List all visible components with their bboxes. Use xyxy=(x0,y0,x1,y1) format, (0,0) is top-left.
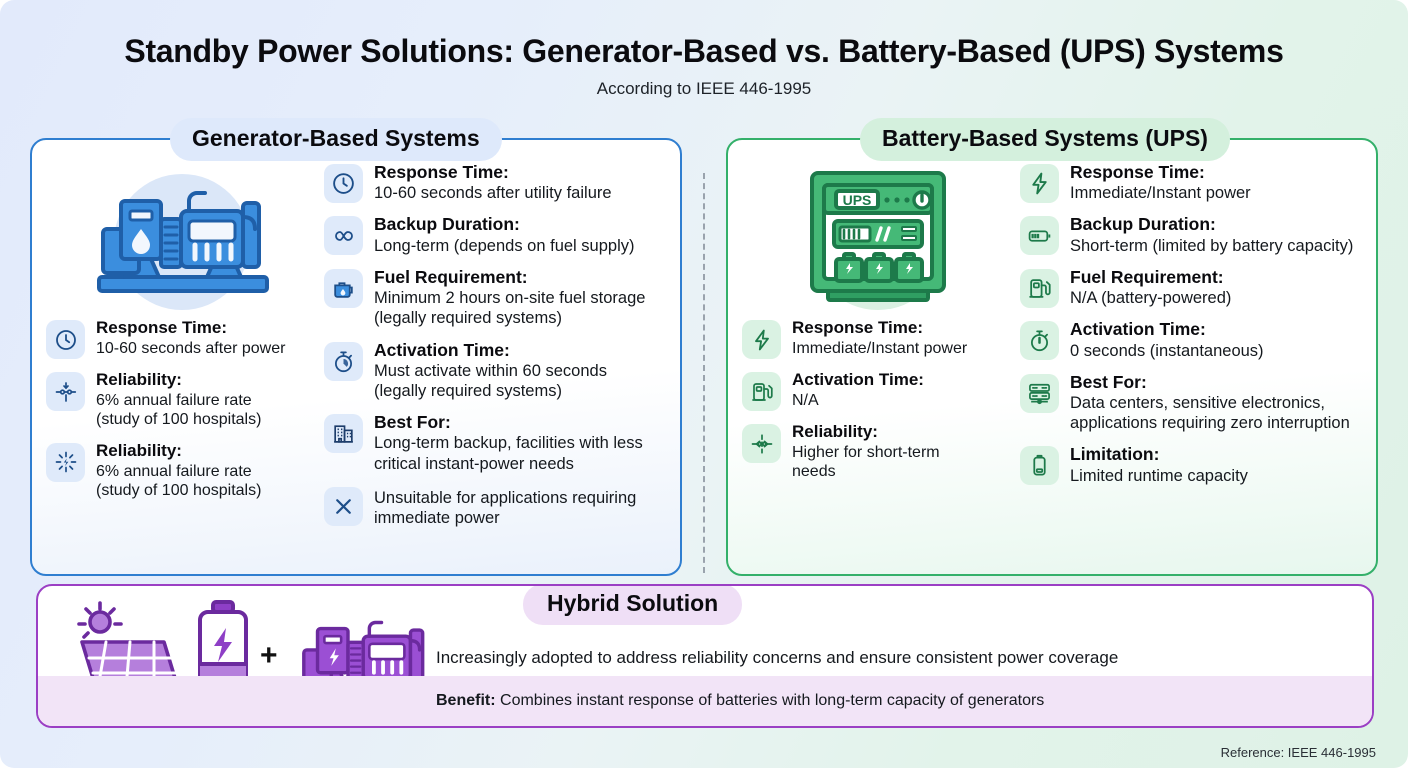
circuit-switch-icon xyxy=(46,372,85,411)
feature-label: Activation Time: xyxy=(1070,319,1206,340)
feature-label: Backup Duration: xyxy=(374,214,520,235)
feature-item: Reliability: 6% annual failure rate (stu… xyxy=(46,441,318,501)
feature-item: Reliability: 6% annual failure rate (stu… xyxy=(46,370,318,430)
feature-label: Response Time: xyxy=(374,162,509,182)
feature-label: Fuel Requirement: xyxy=(374,266,528,287)
feature-value: N/A (battery-powered) xyxy=(1070,289,1232,308)
feature-item: Response Time: 10-60 seconds after power xyxy=(46,318,318,359)
clock-icon xyxy=(324,164,363,203)
ups-left-column: UPS xyxy=(742,162,1014,564)
feature-label: Best For: xyxy=(1070,371,1147,392)
fuel-pump-icon xyxy=(1020,268,1059,308)
building-icon xyxy=(324,414,363,454)
feature-value: Immediate/Instant power xyxy=(792,339,968,357)
stopwatch-icon xyxy=(324,341,363,381)
ups-cabinet-icon: UPS xyxy=(810,171,946,302)
hybrid-description: Increasingly adopted to address reliabil… xyxy=(436,648,1119,667)
feature-item: Unsuitable for applications requiring im… xyxy=(324,485,666,528)
feature-label: Reliability: xyxy=(792,422,878,441)
feature-label: Fuel Requirement: xyxy=(1070,266,1224,287)
panel-divider xyxy=(703,173,705,573)
feature-item: Response Time: Immediate/Instant power xyxy=(1020,162,1362,203)
feature-item: Activation Time: N/A xyxy=(742,370,1014,411)
feature-value: 10-60 seconds after power xyxy=(96,339,286,357)
reference-footer: Reference: IEEE 446-1995 xyxy=(1220,745,1376,760)
clock-icon xyxy=(46,320,85,359)
feature-item: Response Time: Immediate/Instant power xyxy=(742,318,1014,359)
feature-label: Reliability: xyxy=(96,440,182,460)
x-mark-icon xyxy=(324,486,363,526)
hybrid-benefit-label: Benefit: xyxy=(436,692,496,709)
diesel-generator-icon xyxy=(97,191,269,293)
generator-panel-badge: Generator-Based Systems xyxy=(170,118,502,161)
feature-value: Minimum 2 hours on-site fuel storage (le… xyxy=(374,289,646,328)
feature-item: Best For: Data centers, sensitive electr… xyxy=(1020,372,1362,434)
feature-label: Limitation: xyxy=(1070,444,1160,465)
hybrid-panel: Hybrid Solution xyxy=(36,584,1374,728)
feature-label: Activation Time: xyxy=(374,339,510,360)
generator-right-column: Response Time: 10-60 seconds after utili… xyxy=(318,162,666,564)
feature-value: Immediate/Instant power xyxy=(1070,184,1251,203)
hybrid-panel-badge: Hybrid Solution xyxy=(523,586,743,625)
feature-value: 0 seconds (instantaneous) xyxy=(1070,341,1264,360)
page-subtitle: According to IEEE 446-1995 xyxy=(596,79,812,98)
comparison-panels: Generator-Based Systems xyxy=(0,118,1408,578)
feature-value: Limited runtime capacity xyxy=(1070,466,1248,485)
feature-value: Long-term (depends on fuel supply) xyxy=(374,236,635,255)
ups-left-items: Response Time: Immediate/Instant power A… xyxy=(742,318,1014,482)
lightning-bolt-icon xyxy=(742,320,781,359)
fuel-pump-icon xyxy=(742,372,781,411)
feature-label: Response Time: xyxy=(792,318,924,337)
feature-value: N/A xyxy=(792,391,819,409)
feature-value: 6% annual failure rate (study of 100 hos… xyxy=(96,391,262,429)
feature-value: 10-60 seconds after utility failure xyxy=(374,184,612,203)
battery-icon xyxy=(1020,446,1059,486)
lightning-bolt-icon xyxy=(1020,164,1059,203)
feature-value: Short-term (limited by battery capacity) xyxy=(1070,236,1354,255)
fuel-can-icon xyxy=(324,268,363,308)
feature-item: Activation Time: Must activate within 60… xyxy=(324,340,666,402)
feature-item: Backup Duration: Long-term (depends on f… xyxy=(324,214,666,256)
feature-item: Fuel Requirement: Minimum 2 hours on-sit… xyxy=(324,267,666,329)
feature-label: Response Time: xyxy=(96,318,228,337)
server-rack-icon xyxy=(1020,373,1059,413)
ups-panel-badge: Battery-Based Systems (UPS) xyxy=(860,118,1230,161)
infinity-icon xyxy=(324,216,363,256)
feature-item: Fuel Requirement: N/A (battery-powered) xyxy=(1020,267,1362,308)
feature-label: Reliability: xyxy=(96,370,182,389)
feature-label: Best For: xyxy=(374,412,451,433)
feature-value: 6% annual failure rate (study of 100 hos… xyxy=(96,462,262,500)
plus-sign: + xyxy=(260,639,278,672)
battery-half-icon xyxy=(1020,216,1059,256)
feature-item: Best For: Long-term backup, facilities w… xyxy=(324,412,666,474)
feature-item: Limitation: Limited runtime capacity xyxy=(1020,444,1362,486)
feature-item: Activation Time: 0 seconds (instantaneou… xyxy=(1020,319,1362,361)
feature-value: Unsuitable for applications requiring im… xyxy=(374,488,637,527)
feature-item: Response Time: 10-60 seconds after utili… xyxy=(324,162,666,203)
ups-right-column: Response Time: Immediate/Instant power B… xyxy=(1014,162,1362,564)
feature-item: Reliability: Higher for short-term needs xyxy=(742,422,1014,482)
generator-panel: Generator-Based Systems xyxy=(30,118,682,576)
page-title: Standby Power Solutions: Generator-Based… xyxy=(124,33,1284,69)
generator-left-column: Response Time: 10-60 seconds after power… xyxy=(46,162,318,564)
hybrid-benefit: Benefit: Combines instant response of ba… xyxy=(436,692,1044,710)
feature-label: Backup Duration: xyxy=(1070,214,1216,235)
feature-value: Must activate within 60 seconds (legally… xyxy=(374,361,607,400)
feature-value: Data centers, sensitive electronics, app… xyxy=(1070,394,1350,433)
feature-label: Activation Time: xyxy=(792,370,924,389)
stopwatch-icon xyxy=(1020,321,1059,361)
circuit-switch-icon xyxy=(742,424,781,463)
hybrid-benefit-text: Combines instant response of batteries w… xyxy=(500,692,1045,709)
ups-panel: Battery-Based Systems (UPS) UPS xyxy=(726,118,1378,576)
feature-value: Long-term backup, facilities with less c… xyxy=(374,434,643,473)
generator-hero xyxy=(46,162,318,312)
ups-hero: UPS xyxy=(742,162,1014,312)
svg-text:UPS: UPS xyxy=(843,192,872,208)
power-surge-icon xyxy=(46,442,85,482)
feature-item: Backup Duration: Short-term (limited by … xyxy=(1020,214,1362,256)
hybrid-benefit-bar: Benefit: Combines instant response of ba… xyxy=(38,676,1372,726)
generator-left-items: Response Time: 10-60 seconds after power… xyxy=(46,318,318,501)
feature-value: Higher for short-term needs xyxy=(792,443,940,481)
feature-label: Response Time: xyxy=(1070,162,1205,182)
